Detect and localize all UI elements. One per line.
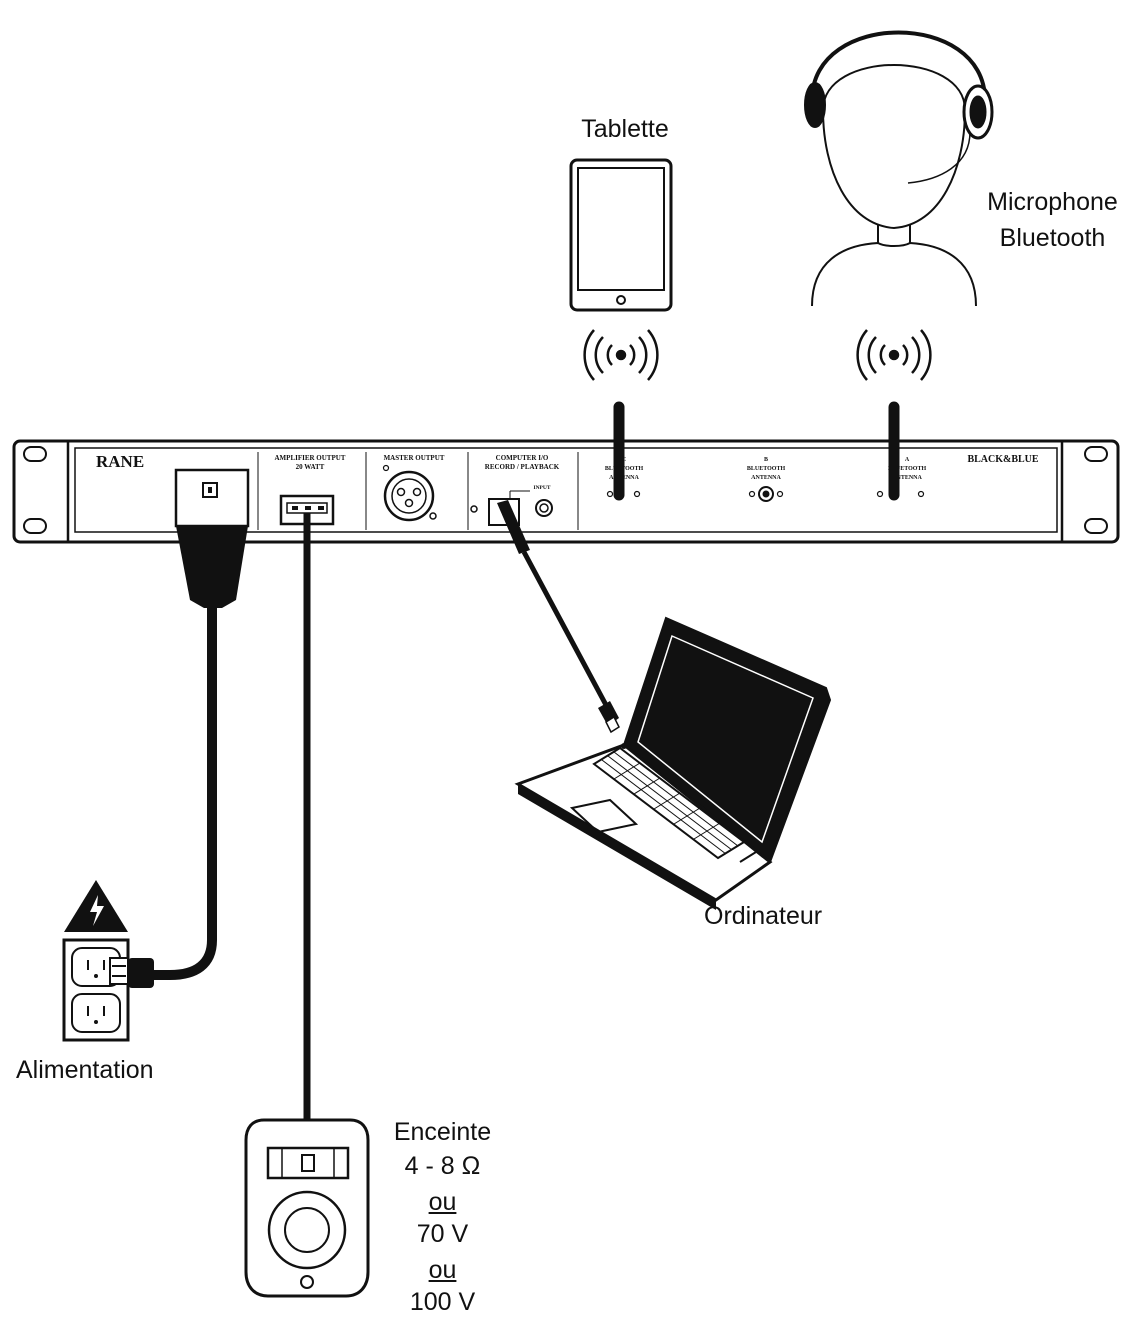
antenna-b-sub-label: ANTENNA [751, 475, 781, 481]
power-plug-icon [109, 957, 154, 988]
microphone-label: Microphone [987, 188, 1118, 216]
wireless-signal-icon [856, 329, 932, 381]
rack-unit [12, 439, 1120, 544]
antenna-a-sub-label: ANTENNA [892, 475, 922, 481]
computer-label: Ordinateur [704, 902, 823, 930]
power-cable [148, 526, 248, 980]
power-label: Alimentation [16, 1056, 154, 1084]
usb-port-icon [470, 490, 530, 526]
headset-person-icon [804, 30, 994, 307]
xlr-output-connector-icon [382, 464, 437, 522]
wall-outlet-icon [62, 938, 130, 1042]
impedance-label: 4 - 8 Ω [404, 1152, 481, 1180]
electric-warning-icon [64, 880, 128, 932]
usb-cable [497, 500, 620, 734]
antenna-icon [613, 401, 900, 501]
antenna-b-letter: B [764, 457, 768, 463]
computer-io-label: COMPUTER I/O [496, 454, 549, 462]
tablet-label: Tablette [581, 115, 669, 143]
voltage-100-label: 100 V [409, 1288, 476, 1316]
brand-logo: RANE [96, 452, 144, 471]
antenna-a-label: BLUETOOTH [888, 466, 927, 472]
record-playback-label: RECORD / PLAYBACK [485, 463, 560, 471]
model-name: BLACK&BLUE [967, 454, 1038, 465]
bluetooth-label: Bluetooth [999, 224, 1106, 252]
speaker-icon [244, 1118, 370, 1298]
master-output-label: MASTER OUTPUT [384, 454, 445, 462]
amp-output-watt-label: 20 WATT [296, 463, 325, 471]
antenna-b-label: BLUETOOTH [747, 466, 786, 472]
antenna-a-letter: A [905, 457, 910, 463]
or-label: ou [428, 1188, 457, 1216]
input-label: INPUT [533, 485, 550, 491]
voltage-70-label: 70 V [416, 1220, 469, 1248]
laptop-icon [514, 616, 832, 910]
amp-output-label: AMPLIFIER OUTPUT [275, 454, 346, 462]
speaker-label: Enceinte [393, 1118, 492, 1146]
tablet-icon [569, 158, 673, 312]
or-label-2: ou [428, 1256, 457, 1284]
input-jack-icon [535, 499, 553, 517]
wireless-signal-icon [583, 329, 659, 381]
antenna-connector-icon [606, 486, 925, 502]
